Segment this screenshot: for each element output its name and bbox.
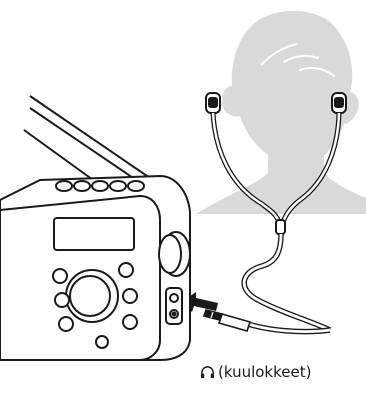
headphone-jack (166, 288, 182, 324)
radio-front-knob (66, 270, 118, 322)
right-earbud (332, 93, 346, 113)
caption-label: (kuulokkeet) (218, 363, 311, 381)
radio-side-knob (159, 232, 190, 276)
radio-top-buttons (56, 181, 144, 191)
caption-headphones: (kuulokkeet) (200, 360, 360, 384)
headphones-icon (200, 365, 215, 380)
headphone-plug (204, 310, 250, 331)
radio-device (0, 96, 190, 360)
left-earbud (206, 93, 220, 113)
radio-display (54, 218, 134, 250)
